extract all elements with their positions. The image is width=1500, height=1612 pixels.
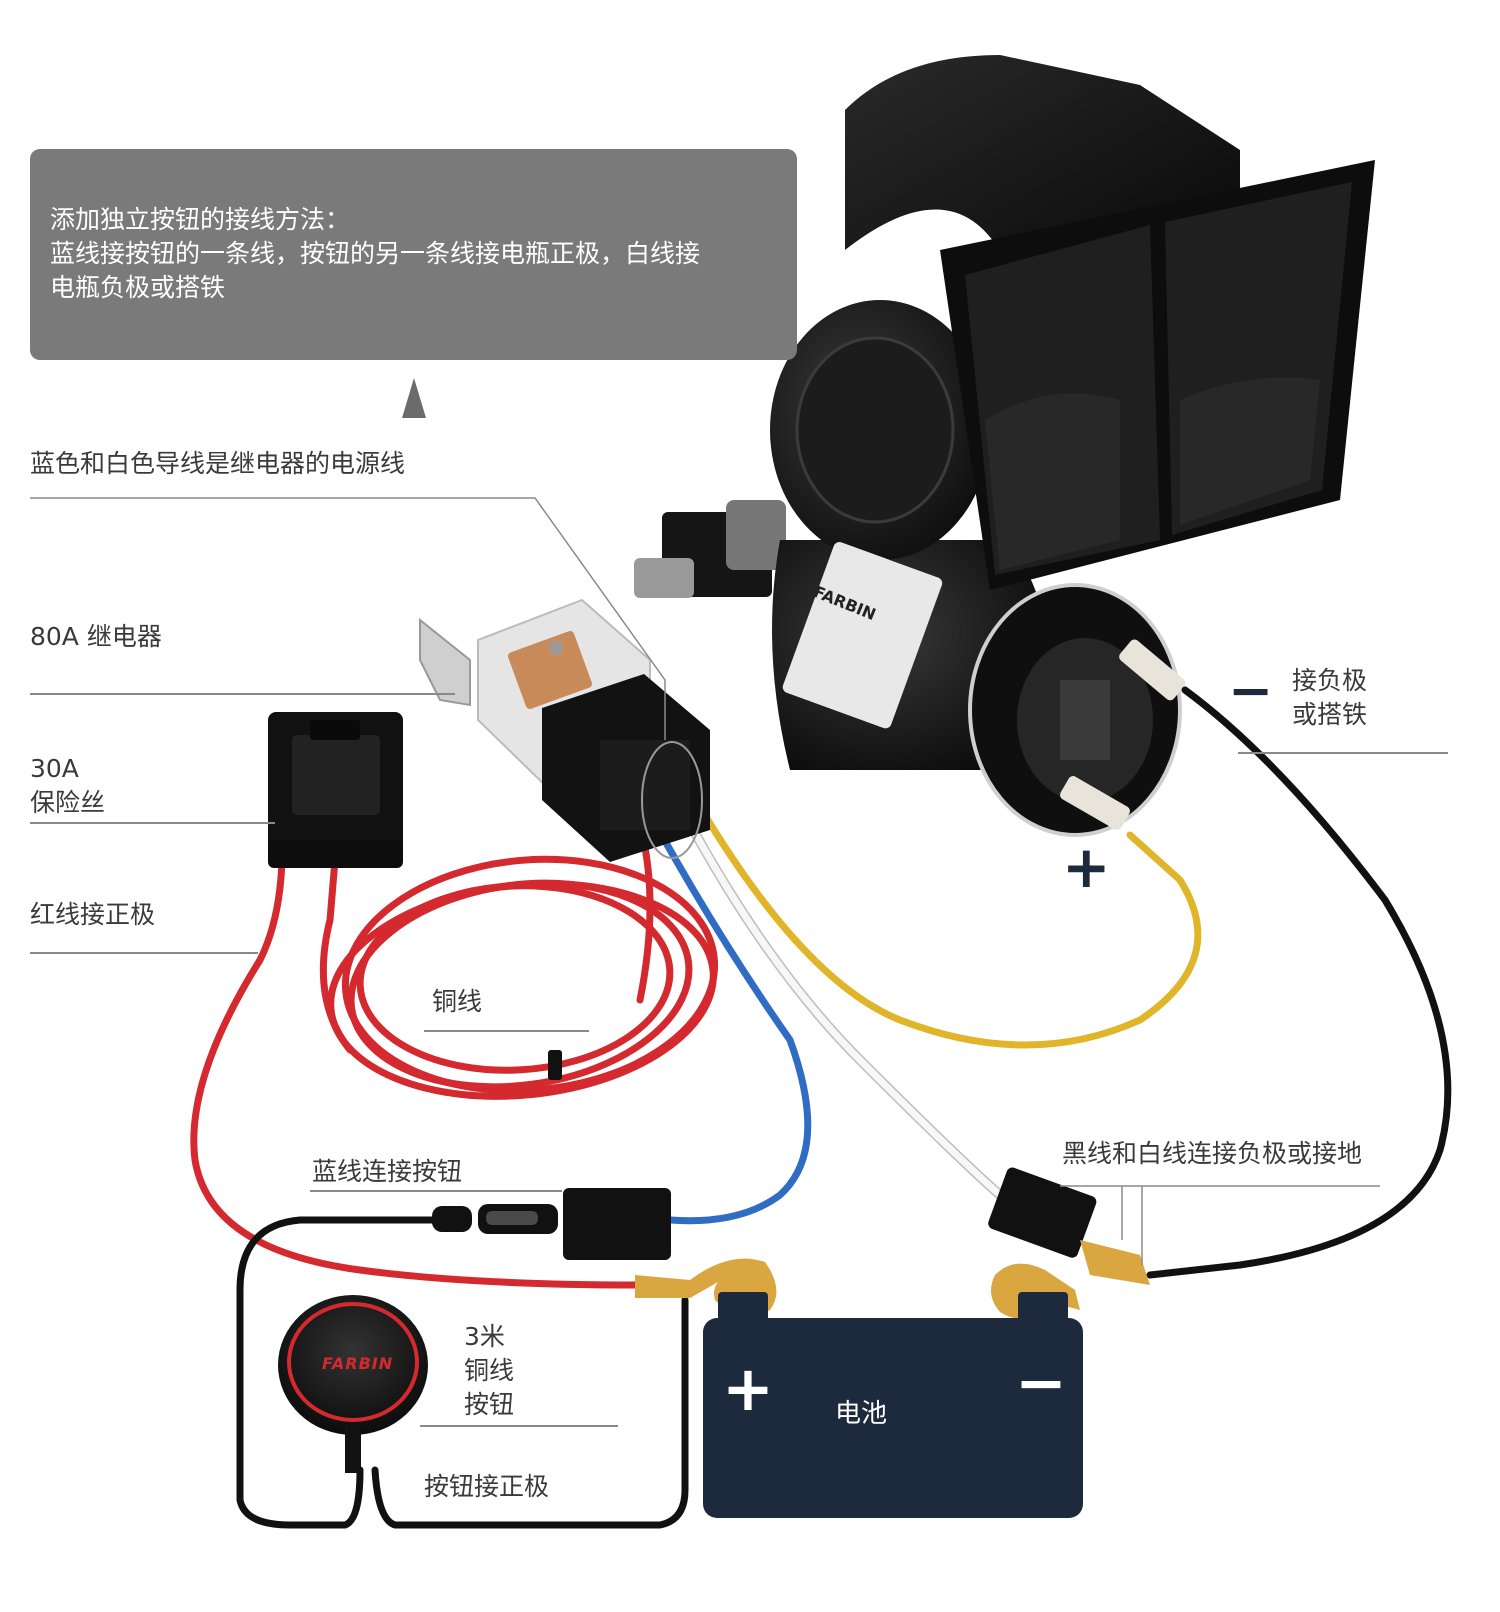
relay-power-leader [30,497,666,740]
label-blue-wire: 蓝线连接按钮 [312,1157,463,1186]
black-wire [1146,686,1452,1279]
horn-terminal-neg [1119,639,1186,701]
label-negative-1: 接负极 [1292,666,1368,695]
battery [703,1292,1083,1518]
label-negative-2: 或搭铁 [1292,700,1368,729]
horn-plus-sign: + [1062,833,1111,901]
note-line-1: 添加独立按钮的接线方法： [50,205,351,234]
note-line-2: 蓝线接按钮的一条线，按钮的另一条线接电瓶正极，白线接 [50,239,701,268]
red-wire [190,856,644,1289]
label-fuse: 保险丝 [30,788,106,817]
battery-label: 电池 [835,1399,888,1429]
horn-minus-sign: − [1228,659,1274,722]
wiring-note-box: 添加独立按钮的接线方法： 蓝线接按钮的一条线，按钮的另一条线接电瓶正极，白线接 … [30,149,797,360]
horn-button [278,1295,428,1473]
button-black-wire-a [236,1216,444,1529]
label-fuse-amp: 30A [30,754,79,783]
label-button: 按钮 [464,1390,515,1419]
fuse-holder [268,712,403,868]
battery-body [703,1318,1083,1518]
red-wire-leader [30,952,258,954]
fuse-leader [30,822,275,824]
relay [419,598,710,862]
label-relay: 80A 继电器 [30,622,162,651]
ground-connector [988,1167,1150,1285]
red-wire-coil [327,855,719,1100]
blue-wire [652,821,812,1225]
label-copper-wire: 铜线 [432,987,483,1016]
label-button-length: 3米 [464,1322,505,1351]
horn [634,55,1375,837]
negative-leader [1238,752,1448,754]
copper-wire-leader [424,1030,589,1032]
relay-wire-highlight [641,741,703,859]
horn-bolt [634,558,694,598]
label-red-wire: 红线接正极 [30,900,156,929]
inline-connector [432,1188,671,1260]
button-black-wire-b [371,1296,689,1529]
blue-wire-leader [310,1190,562,1192]
label-button-copper: 铜线 [464,1356,515,1385]
negative-terminal-clip [991,1263,1080,1319]
label-relay-power: 蓝色和白色导线是继电器的电源线 [30,449,406,478]
button-leader [420,1425,618,1427]
wires [190,686,1452,1529]
note-line-3: 电瓶负极或搭铁 [50,273,226,302]
label-black-white: 黑线和白线连接负极或接地 [1062,1139,1363,1168]
relay-bracket [419,617,471,707]
horn-terminal-pos [1060,776,1130,830]
button-logo: FARBIN [322,1354,394,1373]
battery-minus-sign: − [1015,1346,1067,1419]
horn-label-plate [782,542,943,729]
label-button-positive: 按钮接正极 [424,1472,550,1501]
battery-plus-sign: + [722,1352,774,1425]
yellow-wire [686,786,1202,1049]
white-wire [667,785,1005,1200]
relay-leader [30,693,455,695]
note-pointer [402,378,426,418]
